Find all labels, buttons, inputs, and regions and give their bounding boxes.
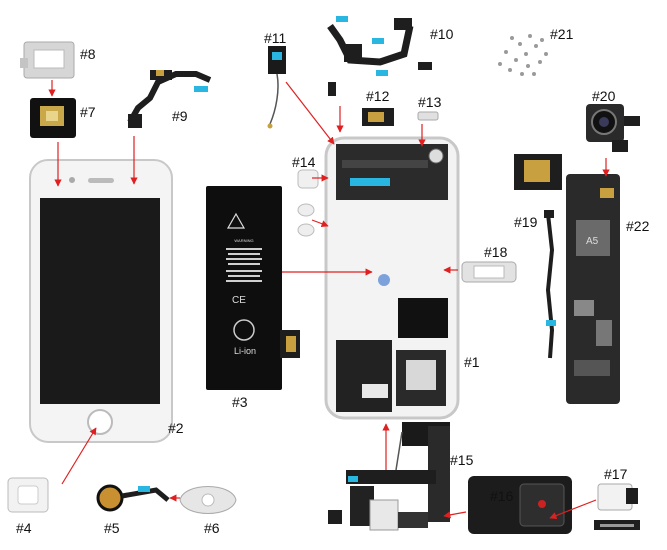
label-part-15: #15 xyxy=(450,452,474,468)
part-21-screws xyxy=(498,34,548,76)
part-14-side-buttons xyxy=(297,169,319,237)
label-part-18: #18 xyxy=(484,244,508,260)
label-part-16: #16 xyxy=(490,488,514,504)
label-part-2: #2 xyxy=(168,420,184,436)
part-20-rear-camera xyxy=(586,104,640,152)
label-part-7: #7 xyxy=(80,104,96,120)
part-22-logic-board: A5 xyxy=(514,154,620,404)
part-10-power-volume-flex xyxy=(327,16,432,96)
part-18-sim-tray xyxy=(461,261,517,283)
part-17-small-parts xyxy=(594,483,640,530)
label-part-17: #17 xyxy=(604,466,628,482)
part-3-battery: WARNING CE Li-ion xyxy=(206,186,300,390)
label-part-10: #10 xyxy=(430,26,454,42)
label-part-14: #14 xyxy=(292,154,316,170)
label-part-20: #20 xyxy=(592,88,616,104)
label-part-3: #3 xyxy=(232,394,248,410)
label-part-13: #13 xyxy=(418,94,442,110)
battery-ce-mark: CE xyxy=(232,295,246,306)
label-part-4: #4 xyxy=(16,520,32,536)
label-part-6: #6 xyxy=(204,520,220,536)
part-2-display-assembly xyxy=(29,159,173,443)
label-part-11: #11 xyxy=(264,30,287,46)
part-4-home-button xyxy=(7,477,49,513)
label-part-5: #5 xyxy=(104,520,120,536)
part-8-bracket xyxy=(20,41,75,79)
label-part-21: #21 xyxy=(550,26,574,42)
part-9-flex-cable xyxy=(127,70,212,128)
label-part-8: #8 xyxy=(80,46,96,62)
part-15-dock-connector-flex xyxy=(328,422,450,531)
label-part-12: #12 xyxy=(366,88,390,104)
red-arrows xyxy=(48,80,610,519)
part-11-antenna-flex xyxy=(267,46,286,129)
part-19-flex-strip xyxy=(544,210,556,359)
part-5-home-flex xyxy=(96,484,170,512)
label-part-22: #22 xyxy=(626,218,650,234)
part-13-small-part xyxy=(417,111,439,121)
part-16-loudspeaker xyxy=(468,476,572,534)
part-6-home-bracket xyxy=(179,486,237,514)
part-12-vibrator xyxy=(362,108,394,126)
label-part-9: #9 xyxy=(172,108,188,124)
a5-chip-label: A5 xyxy=(586,236,599,247)
battery-li-ion-text: Li-ion xyxy=(234,346,256,356)
part-1-rear-housing xyxy=(324,136,460,420)
battery-warning-text: WARNING xyxy=(234,238,253,243)
part-7-speaker xyxy=(30,98,76,138)
label-part-1: #1 xyxy=(464,354,480,370)
label-part-19: #19 xyxy=(514,214,538,230)
